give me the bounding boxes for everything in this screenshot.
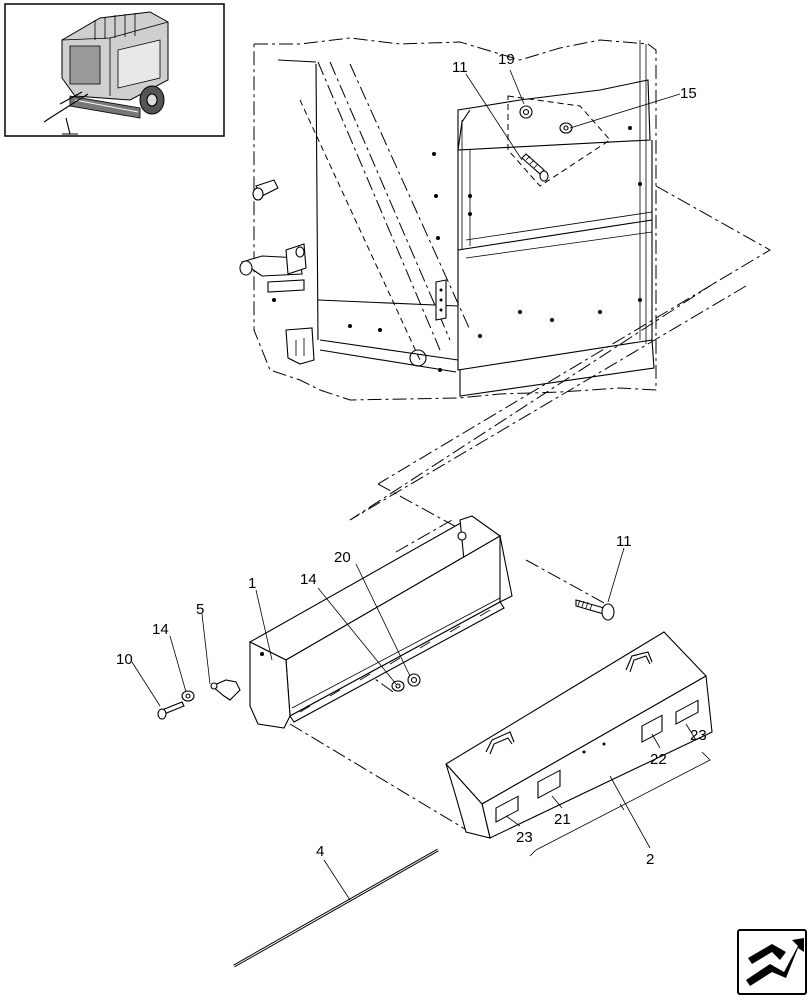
callout-11-bolt: 11 [616,533,632,550]
callout-1: 1 [248,575,256,592]
tray-part-1[interactable] [248,515,513,729]
callout-2: 2 [646,851,654,868]
decal-23-left [495,795,519,823]
callout-22: 22 [650,751,667,768]
page-turn-arrow-icon[interactable] [737,929,807,995]
washer-14-upper[interactable] [391,680,405,692]
baler-thumbnail[interactable] [4,3,225,137]
callout-19: 19 [498,51,515,68]
callout-10: 10 [116,651,133,668]
callout-14-left: 14 [152,621,169,638]
washer-14-left[interactable] [181,690,195,702]
cover-part-2[interactable] [445,631,713,839]
callout-14-upper: 14 [300,571,317,588]
callout-20: 20 [334,549,351,566]
decal-23-right [675,699,699,725]
callout-21: 21 [554,811,571,828]
baler-frame-assembly [239,37,657,401]
washer-15[interactable] [559,122,573,134]
callout-15: 15 [680,85,697,102]
callout-4: 4 [316,843,324,860]
leader-lines [131,69,711,901]
bolt-10[interactable] [157,701,185,720]
callout-11-top: 11 [452,59,468,76]
callout-labels: 11 19 15 11 20 1 14 14 5 10 23 22 21 23 … [116,51,707,868]
nut-20[interactable] [407,673,421,687]
rod-4[interactable] [233,848,439,968]
decal-22 [641,714,663,743]
callout-23-left: 23 [516,829,533,846]
decal-21 [537,769,561,799]
bolt-11-lower[interactable] [575,599,615,621]
round-baler-thumbnail-icon [43,11,169,135]
nut-19[interactable] [519,105,533,119]
latch-5[interactable] [210,679,241,701]
callout-5: 5 [196,601,204,618]
callout-23-right: 23 [690,727,707,744]
bolt-11-upper[interactable] [521,153,549,182]
